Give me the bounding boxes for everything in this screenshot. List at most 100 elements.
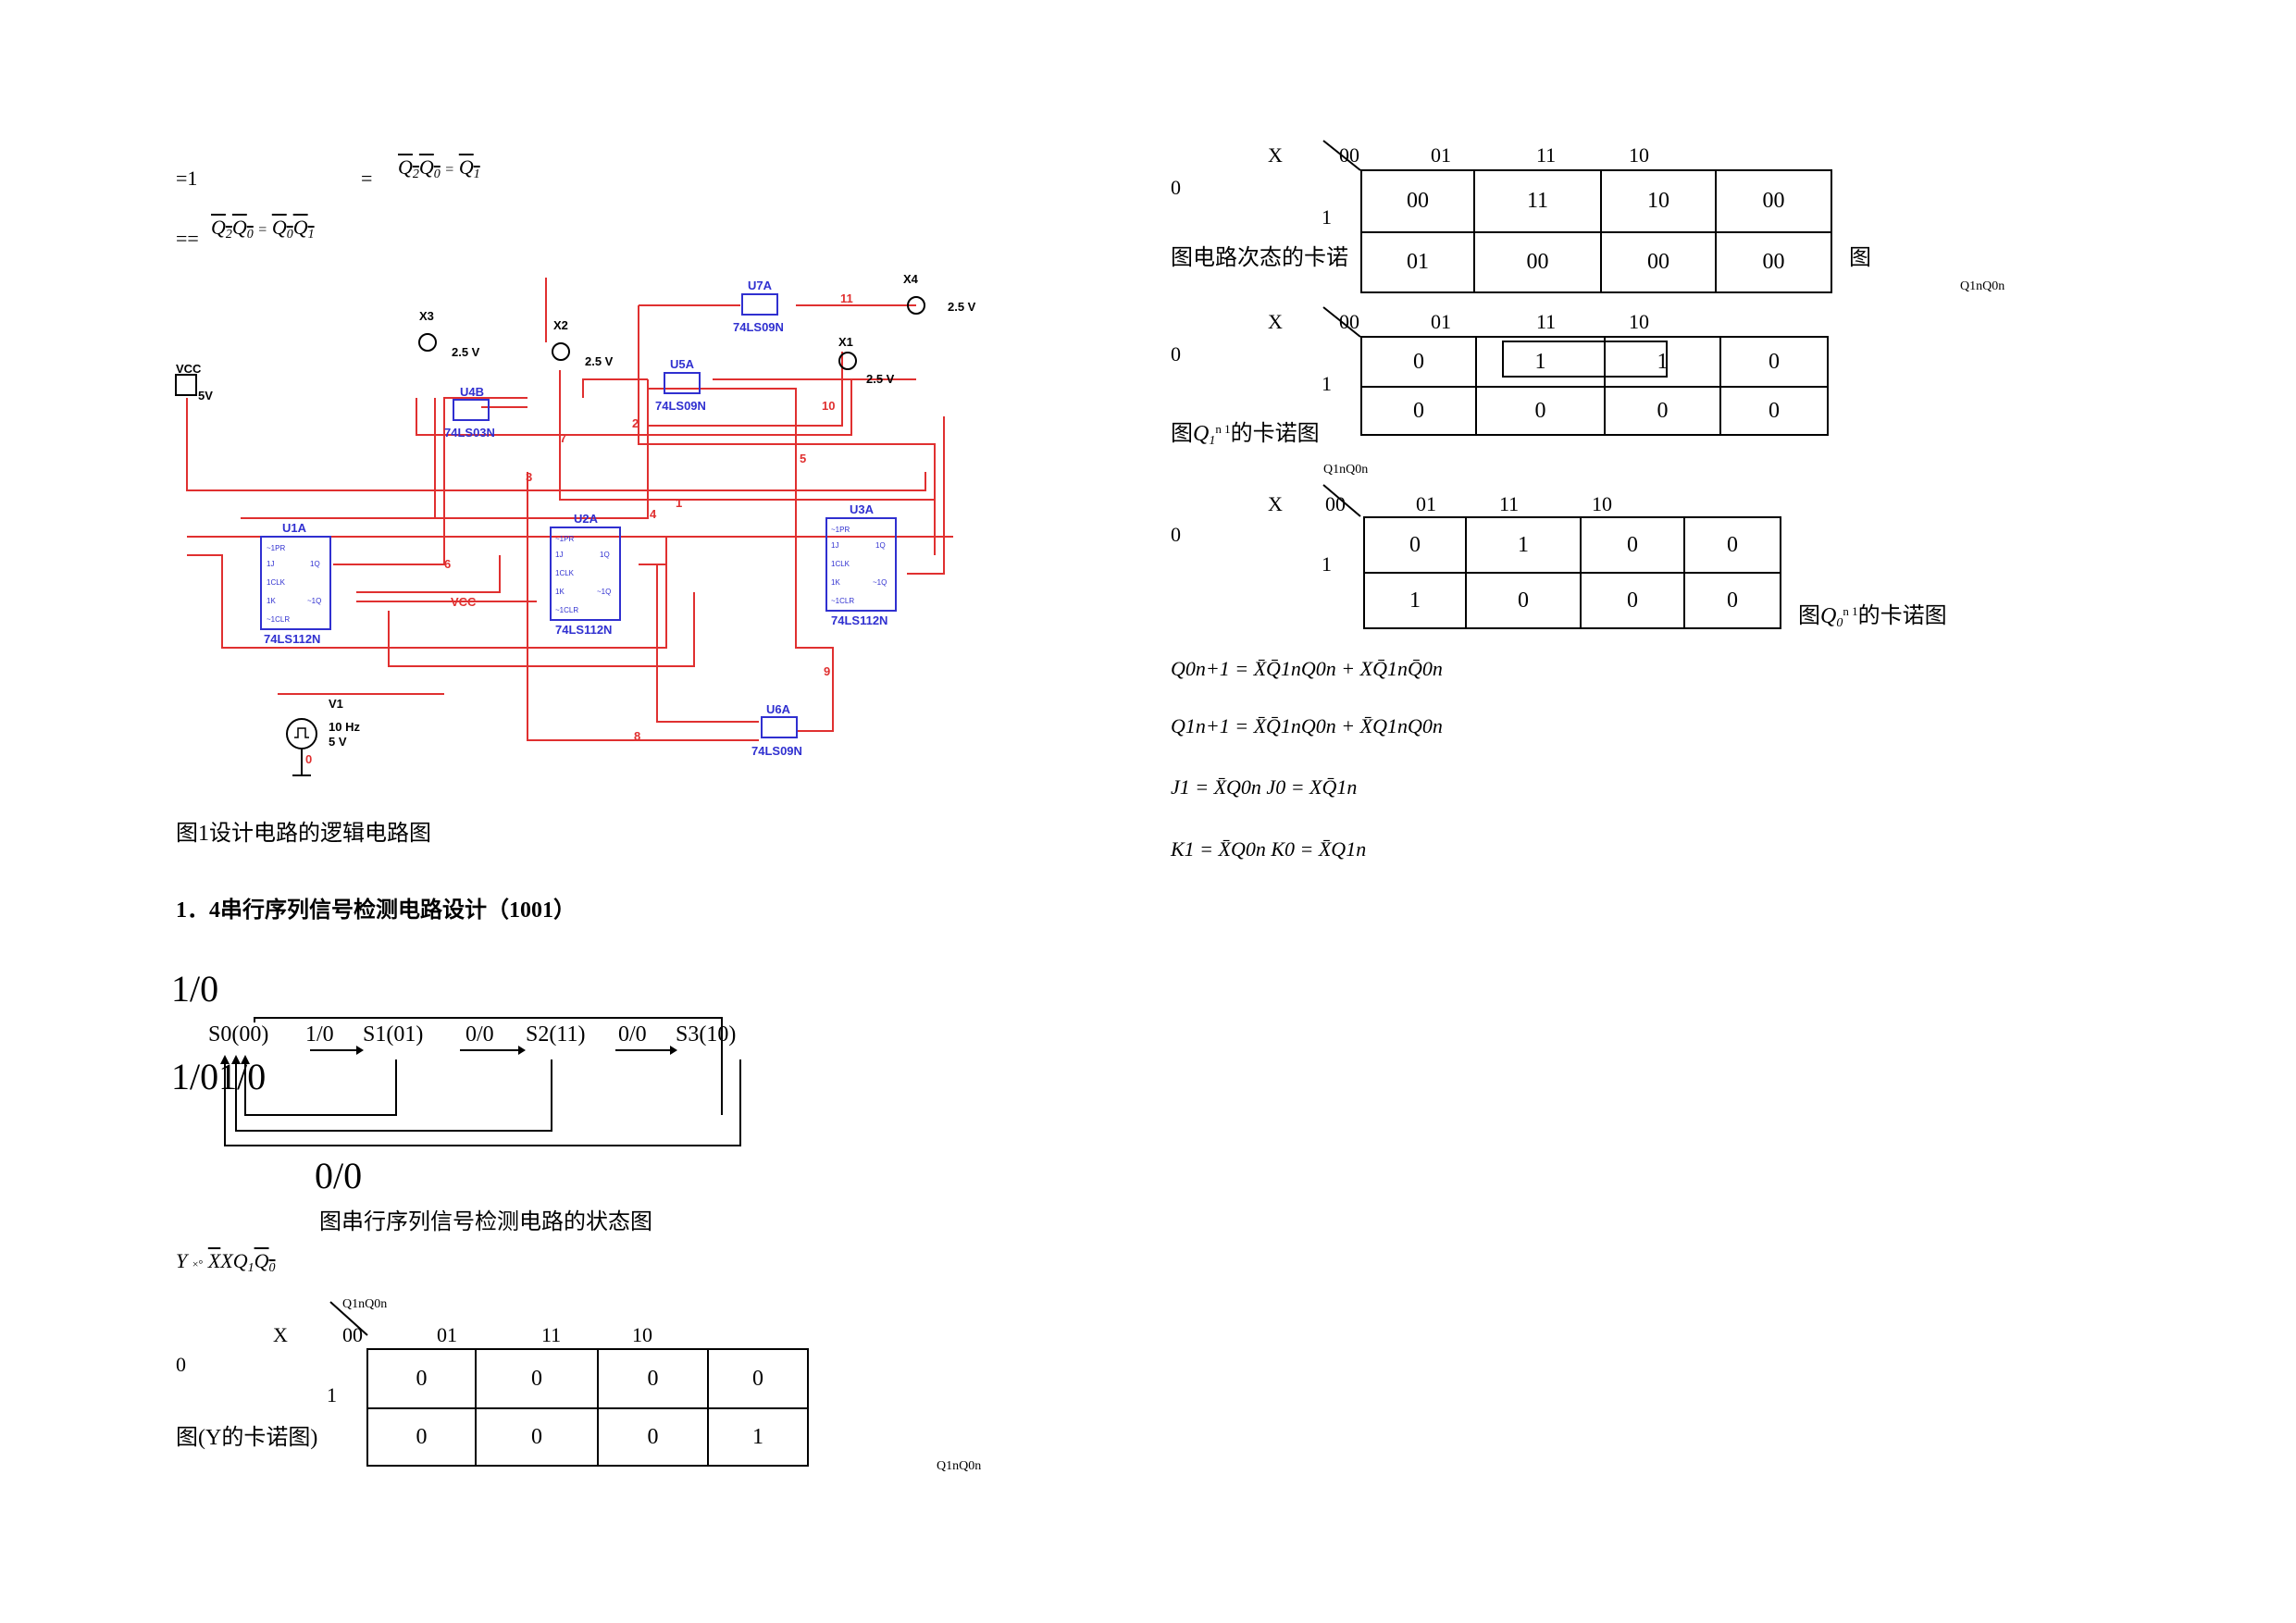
kmap-q1-cell: 1 [1604, 336, 1721, 388]
kmap-y-cell: 0 [475, 1348, 599, 1409]
svg-text:~1CLR: ~1CLR [555, 606, 578, 614]
svg-text:U1A: U1A [282, 521, 307, 535]
state-s1: S1(01) [363, 1022, 424, 1047]
svg-text:2.5 V: 2.5 V [866, 372, 895, 386]
svg-text:74LS09N: 74LS09N [655, 399, 706, 413]
kmap-y-x-label: X [273, 1323, 288, 1346]
kmap-next-col-10: 10 [1629, 143, 1649, 167]
kmap-q1-row-1: 1 [1322, 372, 1332, 395]
kmap-next-col-01: 01 [1431, 143, 1451, 167]
kmap-q0-cell: 1 [1465, 516, 1582, 574]
kmap-q1-col-11: 11 [1536, 310, 1557, 333]
svg-text:~1Q: ~1Q [597, 588, 611, 596]
svg-text:1J: 1J [831, 541, 838, 550]
svg-text:U2A: U2A [574, 512, 599, 526]
kmap-q0-top-label: Q1nQ0n [1323, 463, 1369, 477]
kmap-q1-x-label: X [1268, 310, 1283, 333]
svg-text:VCC: VCC [451, 595, 477, 609]
equation-line-1-eq: = [361, 167, 373, 190]
kmap-q1-cell: 1 [1475, 336, 1606, 388]
kmap-q1-cell: 0 [1475, 386, 1606, 436]
edge-label-2: 0/0 [465, 1022, 494, 1047]
kmap-next-cell: 00 [1715, 169, 1832, 233]
equation-q0-next: Q0n+1 = X̄Q̄1nQ0n + XQ̄1nQ̄0n [1171, 657, 1443, 680]
kmap-q0-x-label: X [1268, 492, 1283, 515]
svg-text:9: 9 [824, 664, 830, 678]
svg-text:X4: X4 [903, 272, 919, 286]
kmap-y-cell: 0 [597, 1407, 709, 1467]
svg-text:7: 7 [560, 431, 566, 445]
kmap-y-cell: 0 [597, 1348, 709, 1409]
kmap-q0-cell: 0 [1580, 516, 1685, 574]
kmap-next-caption-tail: 图 [1849, 246, 1871, 270]
state-diagram-arrows [220, 1017, 741, 1146]
kmap-next-cell: 00 [1600, 231, 1717, 293]
state-s2: S2(11) [526, 1022, 586, 1047]
svg-text:10: 10 [822, 399, 835, 413]
svg-text:~1Q: ~1Q [873, 578, 887, 587]
kmap-y-bottom-label: Q1nQ0n [937, 1459, 982, 1473]
equation-line-2-prefix: == [176, 227, 199, 250]
schematic-wires [186, 278, 953, 741]
figure-1-caption: 图1设计电路的逻辑电路图 [176, 822, 431, 846]
kmap-y-col-10: 10 [632, 1323, 652, 1346]
kmap-q0-cell: 0 [1465, 572, 1582, 629]
kmap-q1-col-10: 10 [1629, 310, 1649, 333]
kmap-q0-col-00: 00 [1325, 492, 1346, 515]
svg-text:1K: 1K [831, 578, 840, 587]
svg-text:5: 5 [800, 452, 806, 465]
kmap-q0-row-1: 1 [1322, 552, 1332, 576]
svg-text:~1PR: ~1PR [555, 535, 574, 543]
kmap-q1-cell: 0 [1719, 336, 1829, 388]
kmap-q1-cell: 0 [1719, 386, 1829, 436]
svg-text:2.5 V: 2.5 V [948, 300, 976, 314]
kmap-q1-diagonal [1322, 306, 1361, 338]
kmap-q0-cell: 0 [1683, 572, 1781, 629]
svg-text:X1: X1 [838, 335, 853, 349]
kmap-next-row-1: 1 [1322, 205, 1332, 229]
kmap-next-cell: 11 [1473, 169, 1602, 233]
svg-text:X2: X2 [553, 318, 568, 332]
svg-text:74LS112N: 74LS112N [831, 613, 887, 627]
kmap-y-top-label: Q1nQ0n [342, 1297, 388, 1311]
svg-text:74LS03N: 74LS03N [444, 426, 495, 440]
kmap-q1-grouping-box [1502, 341, 1668, 378]
svg-text:~1Q: ~1Q [307, 597, 321, 605]
kmap-q0-cell: 0 [1363, 516, 1467, 574]
svg-text:5 V: 5 V [329, 735, 347, 749]
kmap-next-diagonal [1322, 140, 1361, 171]
svg-text:1J: 1J [555, 551, 563, 559]
logic-circuit-schematic: VCC 5V X3 2.5 V X2 2.5 V X1 2.5 V X4 2.5… [175, 272, 976, 776]
kmap-q0-cell: 0 [1580, 572, 1685, 629]
kmap-q0-row-0: 0 [1171, 523, 1181, 546]
kmap-y-cell: 0 [366, 1407, 477, 1467]
svg-text:6: 6 [444, 557, 451, 571]
kmap-next-cell: 00 [1715, 231, 1832, 293]
svg-text:VCC: VCC [176, 362, 202, 376]
equation-line-2-rhs: Q2Q0 = Q0Q1 [211, 216, 315, 242]
svg-text:1K: 1K [555, 588, 565, 596]
svg-text:1Q: 1Q [310, 560, 320, 568]
svg-text:~1CLR: ~1CLR [267, 615, 290, 624]
svg-text:5V: 5V [198, 389, 213, 403]
equation-j: J1 = X̄Q0n J0 = XQ̄1n [1171, 775, 1358, 799]
kmap-next-caption: 图电路次态的卡诺 [1171, 246, 1348, 270]
section-heading: 1．4串行序列信号检测电路设计（1001） [176, 898, 576, 923]
svg-text:4: 4 [650, 507, 657, 521]
kmap-q1-col-00: 00 [1339, 310, 1359, 333]
edge-label-1: 1/0 [305, 1022, 334, 1047]
kmap-next-bottom-label: Q1nQ0n [1960, 279, 2005, 293]
state-diagram-top-label: 1/0 [171, 968, 219, 1010]
kmap-q0-caption: 图Q0n 1的卡诺图 [1798, 604, 1947, 630]
kmap-q0-cell: 1 [1363, 572, 1467, 629]
svg-text:11: 11 [840, 291, 853, 305]
kmap-y-cell: 0 [707, 1348, 809, 1409]
kmap-next-x-label: X [1268, 143, 1283, 167]
y-equation: Y ×° XXQ1Q0 [176, 1249, 276, 1275]
kmap-q1-row-0: 0 [1171, 342, 1181, 365]
svg-text:74LS112N: 74LS112N [555, 623, 612, 637]
svg-text:1K: 1K [267, 597, 276, 605]
kmap-next-col-00: 00 [1339, 143, 1359, 167]
svg-text:74LS09N: 74LS09N [751, 744, 802, 758]
